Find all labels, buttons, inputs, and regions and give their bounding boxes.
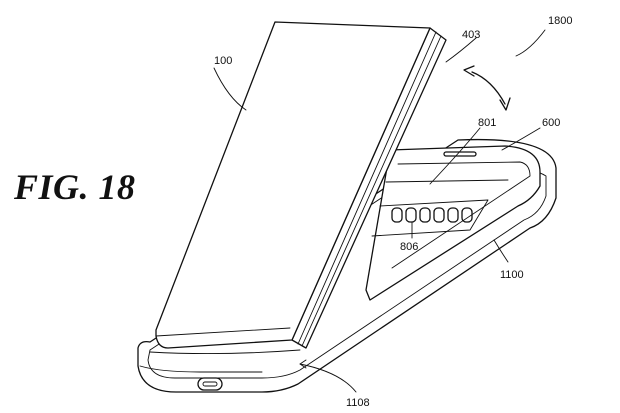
leader-1800 [515,29,546,57]
charge-port [197,377,223,391]
connector-contacts [391,207,473,223]
label-403: 403 [462,29,480,41]
label-801: 801 [478,117,496,129]
label-600: 600 [542,117,560,129]
label-1108: 1108 [346,397,370,409]
leader-403 [445,37,477,63]
phone-device [149,21,447,355]
label-100: 100 [214,55,232,67]
inner-device [365,145,541,301]
leader-1108 [299,363,357,393]
leader-1100 [493,239,509,263]
leader-100 [213,67,247,111]
figure-title: FIG. 18 [14,167,136,207]
label-1100: 1100 [500,269,524,281]
leader-801 [429,127,481,185]
speaker-slot [443,151,477,157]
label-1800: 1800 [548,15,572,27]
leader-600 [501,127,541,151]
rotation-arrow-1800 [463,65,511,111]
label-806: 806 [400,241,418,253]
